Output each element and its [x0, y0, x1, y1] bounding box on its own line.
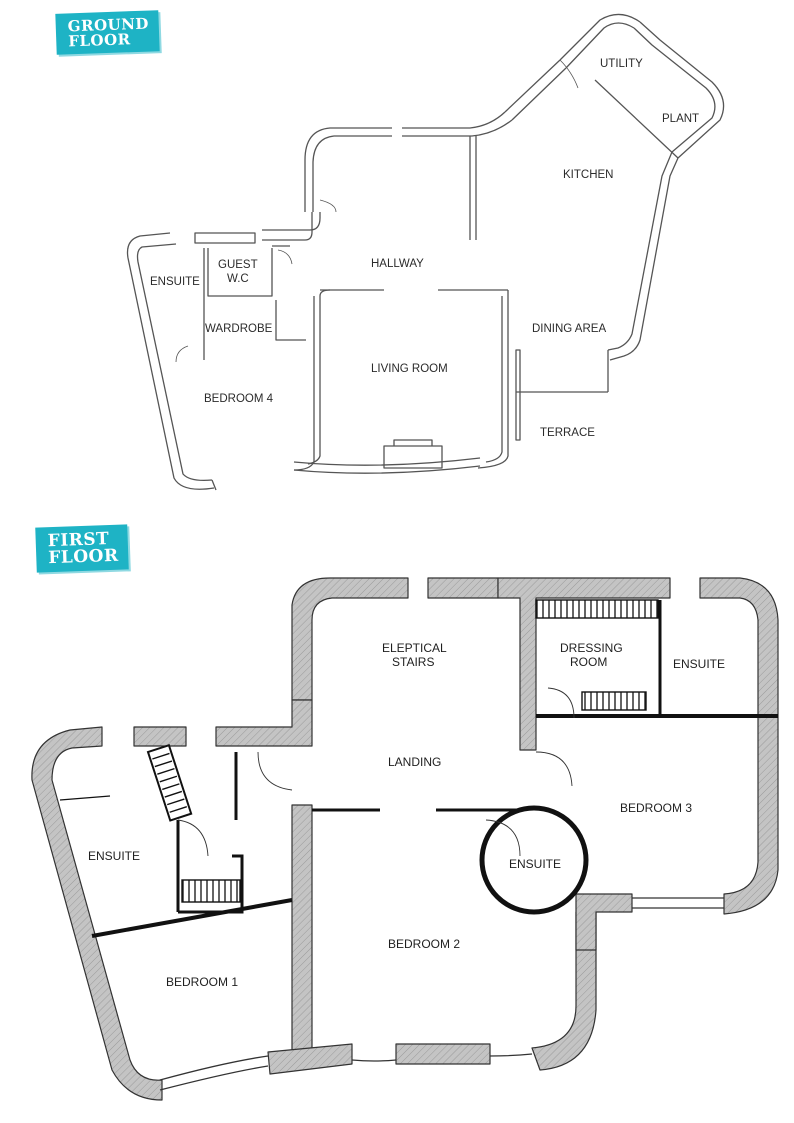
round-ensuite-wall	[479, 805, 589, 915]
room-label-ensuite-right: ENSUITE	[673, 657, 725, 671]
ground-floor-plan: UTILITY PLANT KITCHEN HALLWAY GUEST W.C …	[126, 13, 725, 491]
room-label-dining: DINING AREA	[532, 323, 606, 335]
room-label-bedroom2: BEDROOM 2	[388, 937, 460, 951]
room-label-wardrobe: WARDROBE	[205, 323, 273, 335]
room-label-guest-wc-2: W.C	[227, 273, 249, 285]
room-label-guest-wc-1: GUEST	[218, 259, 258, 271]
room-label-ensuite-left: ENSUITE	[88, 849, 140, 863]
room-label-dressing-2: ROOM	[570, 655, 607, 669]
room-label-stairs-1: ELEPTICAL	[382, 641, 447, 655]
room-label-terrace: TERRACE	[540, 427, 595, 439]
room-label-ensuite: ENSUITE	[150, 276, 200, 288]
room-label-ensuite-round: ENSUITE	[509, 857, 561, 871]
room-label-bedroom1: BEDROOM 1	[166, 975, 238, 989]
room-label-bedroom4: BEDROOM 4	[204, 393, 274, 405]
room-label-dressing-1: DRESSING	[560, 641, 623, 655]
room-label-hallway: HALLWAY	[371, 258, 424, 270]
room-label-bedroom3: BEDROOM 3	[620, 801, 692, 815]
room-label-stairs-2: STAIRS	[392, 655, 434, 669]
bedroom4-outer-wall	[126, 232, 215, 490]
room-label-kitchen: KITCHEN	[563, 169, 613, 181]
room-label-landing: LANDING	[388, 755, 441, 769]
landing-outer-wall	[291, 577, 409, 701]
room-label-utility: UTILITY	[600, 58, 643, 70]
room-label-living: LIVING ROOM	[371, 363, 448, 375]
first-floor-plan: ELEPTICAL STAIRS DRESSING ROOM ENSUITE L…	[31, 577, 779, 1101]
room-label-plant: PLANT	[662, 113, 699, 125]
